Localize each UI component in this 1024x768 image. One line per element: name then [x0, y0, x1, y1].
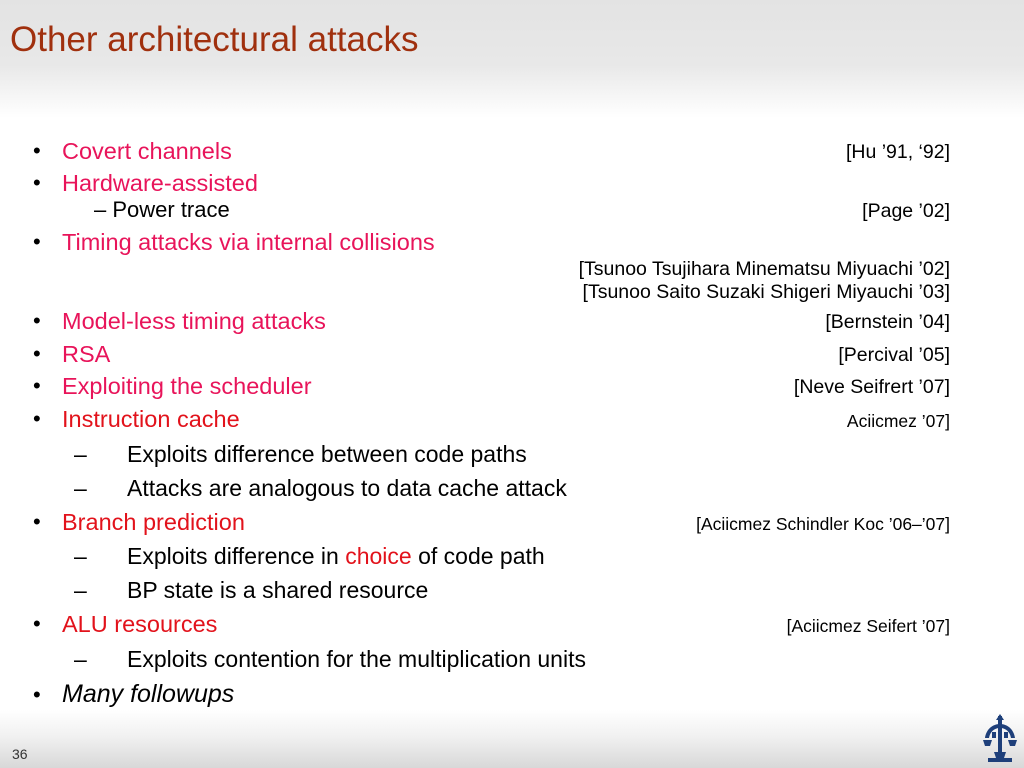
- bullet-icon: •: [33, 138, 41, 163]
- university-logo-icon: [983, 714, 1017, 762]
- subitem-text: Exploits difference in: [127, 543, 346, 569]
- subitem-label: BP state is a shared resource: [127, 577, 429, 603]
- list-subitem: – BP state is a shared resource: [0, 577, 1024, 613]
- footer-band: [0, 710, 1024, 768]
- list-item-rsa: • RSA [Percival ’05]: [0, 341, 1024, 377]
- item-citation: [Tsunoo Saito Suzaki Shigeri Miyauchi ’0…: [582, 281, 950, 303]
- bullet-icon: •: [33, 229, 41, 254]
- item-citation: [Bernstein ’04]: [825, 311, 950, 333]
- subitem-label: Exploits contention for the multiplicati…: [127, 646, 586, 672]
- list-subitem: – Exploits contention for the multiplica…: [0, 646, 1024, 682]
- item-label: Instruction cache: [62, 406, 240, 432]
- list-subitem: – Exploits difference between code paths: [0, 441, 1024, 477]
- item-label: Hardware-assisted: [62, 170, 258, 196]
- bullet-icon: •: [33, 373, 41, 398]
- list-subitem: – Exploits difference in choice of code …: [0, 543, 1024, 579]
- subitem-label: – Power trace: [94, 197, 230, 222]
- item-citation: [Hu ’91, ‘92]: [845, 141, 950, 163]
- list-item-timing-attacks: • Timing attacks via internal collisions: [0, 229, 1024, 265]
- list-subitem-power-trace: – Power trace [Page ’02]: [0, 197, 1024, 233]
- dash-icon: –: [74, 646, 87, 672]
- subitem-label: Exploits difference in choice of code pa…: [127, 543, 545, 570]
- item-citation: [Aciicmez Seifert ’07]: [786, 616, 950, 636]
- bullet-icon: •: [33, 611, 41, 636]
- dash-icon: –: [74, 577, 87, 603]
- bullet-icon: •: [33, 509, 41, 534]
- bullet-icon: •: [33, 341, 41, 366]
- item-label: Exploiting the scheduler: [62, 373, 312, 399]
- dash-icon: –: [74, 441, 87, 467]
- list-item-model-less: • Model-less timing attacks [Bernstein ’…: [0, 308, 1024, 344]
- item-citation: [Percival ’05]: [838, 344, 950, 366]
- item-label: Timing attacks via internal collisions: [62, 229, 435, 255]
- dash-icon: –: [74, 543, 87, 569]
- item-citation: [Neve Seifrert ’07]: [793, 376, 950, 398]
- slide-title: Other architectural attacks: [10, 20, 419, 59]
- page-number: 36: [12, 746, 28, 762]
- item-citation: [Page ’02]: [862, 200, 950, 222]
- item-label: Covert channels: [62, 138, 232, 164]
- bullet-icon: •: [33, 406, 41, 431]
- list-subitem: – Attacks are analogous to data cache at…: [0, 475, 1024, 511]
- subitem-label: Attacks are analogous to data cache atta…: [127, 475, 567, 501]
- list-item-alu-resources: • ALU resources [Aciicmez Seifert ’07]: [0, 611, 1024, 647]
- subitem-text: of code path: [411, 543, 545, 569]
- bullet-icon: •: [33, 682, 41, 707]
- dash-icon: –: [74, 475, 87, 501]
- highlight-text: choice: [345, 543, 412, 569]
- item-label: ALU resources: [62, 611, 218, 637]
- subitem-label: Exploits difference between code paths: [127, 441, 527, 467]
- list-item-scheduler: • Exploiting the scheduler [Neve Seifrer…: [0, 373, 1024, 409]
- citation-line: [Tsunoo Saito Suzaki Shigeri Miyauchi ’0…: [0, 279, 1024, 315]
- list-item-covert-channels: • Covert channels [Hu ’91, ‘92]: [0, 138, 1024, 174]
- list-item-hardware-assisted: • Hardware-assisted: [0, 170, 1024, 206]
- bullet-icon: •: [33, 170, 41, 195]
- item-citation: [Tsunoo Tsujihara Minematsu Miyuachi ’02…: [578, 258, 950, 280]
- item-label: Many followups: [62, 680, 235, 708]
- item-citation: [Aciicmez Schindler Koc ’06–’07]: [696, 514, 950, 534]
- bullet-icon: •: [33, 308, 41, 333]
- header-band: [0, 0, 1024, 118]
- list-item-many-followups: • Many followups: [0, 680, 1024, 716]
- list-item-branch-prediction: • Branch prediction [Aciicmez Schindler …: [0, 509, 1024, 545]
- item-label: Branch prediction: [62, 509, 245, 535]
- citation-line: [Tsunoo Tsujihara Minematsu Miyuachi ’02…: [0, 256, 1024, 292]
- item-citation: Aciicmez ’07]: [846, 411, 950, 431]
- list-item-instruction-cache: • Instruction cache Aciicmez ’07]: [0, 406, 1024, 442]
- item-label: RSA: [62, 341, 111, 367]
- item-label: Model-less timing attacks: [62, 308, 326, 334]
